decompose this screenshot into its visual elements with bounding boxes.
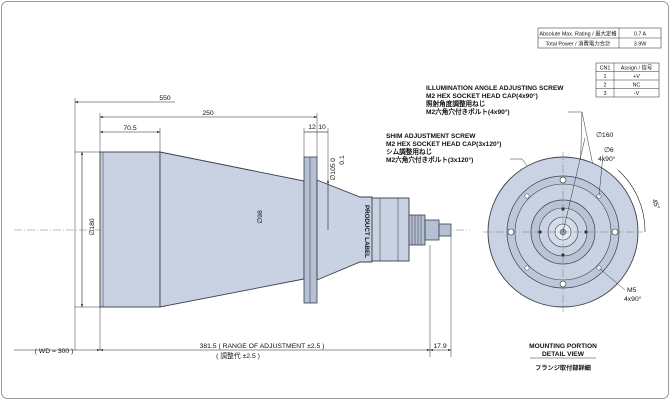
- dim-body-length: 250: [202, 110, 214, 117]
- dim-rear: 17.9: [433, 343, 446, 350]
- detail-angle: 45°: [650, 198, 661, 211]
- dim-flange-step: 0.1: [339, 155, 346, 165]
- illum-spec: M2 HEX SOCKET HEAD CAP(4x90°): [426, 92, 538, 100]
- pin-header-cn1: CN1: [600, 66, 611, 72]
- dim-flange-offset: 0: [330, 158, 337, 162]
- dim-flange-a: 12: [308, 124, 316, 131]
- detail-hole-dia: ∅6: [604, 147, 614, 154]
- dim-range: 381.5 ( RANGE OF ADJUSTMENT ±2.5 ): [200, 343, 325, 350]
- side-view: PRODUCT LABEL 550 250 70.5 12 10: [14, 95, 470, 360]
- dim-overall: 550: [159, 95, 171, 102]
- pin-3-assign: -V: [634, 91, 640, 97]
- detail-title-1: MOUNTING PORTION: [529, 343, 597, 350]
- spec-value-total-power: 3.9W: [634, 42, 647, 48]
- dim-dia-body: ∅98: [257, 210, 264, 224]
- pin-3: 3: [604, 91, 607, 97]
- taper-body: [159, 151, 305, 308]
- detail-hole-count: 4x90°: [598, 155, 616, 163]
- detail-title-jp: フランジ取付部詳細: [535, 364, 591, 372]
- shim-jp: シム調整用ねじ: [386, 147, 432, 156]
- pin-2: 2: [604, 83, 607, 89]
- dim-wd: ( WD = 300 ): [35, 348, 74, 355]
- dim-front-section: 70.5: [123, 125, 136, 132]
- pin-header-assign: Assign / 信号: [621, 64, 653, 72]
- detail-dia: ∅160: [596, 132, 613, 139]
- pin-1: 1: [604, 74, 607, 80]
- pin-1-assign: +V: [633, 74, 640, 80]
- illum-title: ILLUMINATION ANGLE ADJUSTING SCREW: [426, 85, 564, 92]
- dim-dia-flange: ∅105: [330, 163, 337, 180]
- product-label: PRODUCT LABEL: [363, 205, 370, 258]
- spec-value-max-rating: 0.7 A: [634, 32, 647, 38]
- connector: [408, 214, 426, 246]
- pin-table: CN1 Assign / 信号 1 +V 2 NC 3 -V: [595, 62, 660, 98]
- illum-jp-spec: M2六角穴付きボルト(4x90°): [426, 107, 510, 116]
- illum-jp: 照射角度調整用ねじ: [426, 99, 485, 108]
- spec-label-total-power: Total Power / 消費電力合計: [546, 40, 612, 48]
- pin-2-assign: NC: [633, 83, 641, 89]
- detail-view: ∅160 ∅6 4x90° 45° M5 4x90° MOUNTING PORT…: [483, 132, 661, 372]
- detail-title-2: DETAIL VIEW: [542, 351, 585, 358]
- dim-dia-front: ∅180: [89, 218, 96, 235]
- spec-table: Absolute Max. Rating / 最大定格 0.7 A Total …: [537, 27, 662, 49]
- mounting-holes: [507, 176, 619, 288]
- dim-flange-b: 10: [318, 124, 326, 131]
- rear-cylinder: [371, 197, 410, 262]
- dim-range-jp: ( 調整代 ±2.5 ): [216, 351, 260, 360]
- front-housing: [99, 151, 161, 308]
- angle-arc: [617, 169, 646, 233]
- detail-tap-count: 4x90°: [624, 295, 642, 303]
- shim-jp-spec: M2六角穴付きボルト(3x120°): [386, 155, 473, 164]
- shim-title: SHIM ADJUSTMENT SCREW: [386, 133, 476, 140]
- connector-plug: [424, 219, 440, 241]
- rear-cone: [316, 179, 373, 281]
- spec-label-max-rating: Absolute Max. Rating / 最大定格: [539, 30, 617, 38]
- shim-spec: M2 HEX SOCKET HEAD CAP(3x120°): [386, 140, 502, 148]
- detail-tap: M5: [627, 287, 637, 294]
- mounting-flange: [303, 156, 318, 304]
